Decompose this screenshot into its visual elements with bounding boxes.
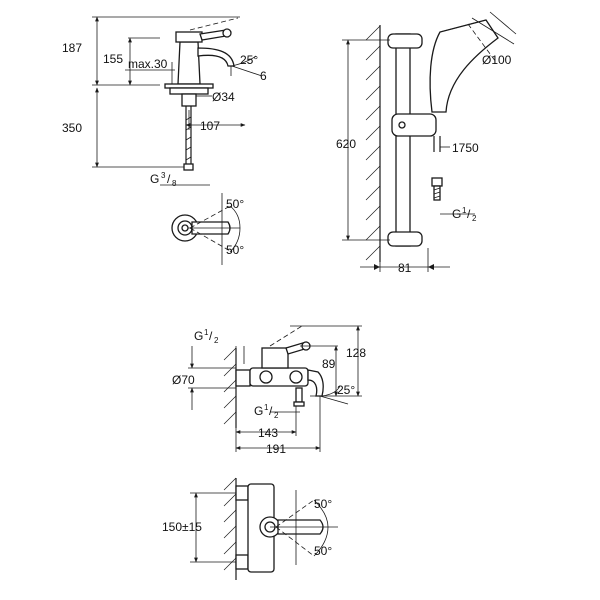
bath-dim-191: 191	[266, 442, 286, 456]
rail-dim-620: 620	[336, 137, 356, 151]
bath-thread-bottom-g: G	[254, 404, 263, 418]
bath-dim-89: 89	[322, 357, 336, 371]
svg-text:/: /	[209, 329, 213, 343]
rail-thread-den: 2	[472, 214, 477, 223]
rail-thread-num: 1	[462, 206, 467, 215]
rail-thread-g: G	[452, 207, 461, 221]
bath-dim-angle: 25°	[337, 383, 355, 397]
bath-thread-top-den: 2	[214, 336, 219, 345]
basin-mixer-plan-view	[171, 193, 241, 265]
basin-thread-g: G	[150, 172, 159, 186]
rail-dim-head: Ø100	[482, 53, 512, 67]
basin-mixer-side-view	[92, 16, 263, 186]
svg-text:/: /	[467, 207, 471, 221]
basin-dim-cut: 6	[260, 69, 267, 83]
bath-mixer-front-view	[190, 477, 338, 580]
bath-thread-top-num: 1	[204, 328, 209, 337]
basin-angle-top: 50°	[226, 197, 244, 211]
basin-dim-350: 350	[62, 121, 82, 135]
bath-dim-centers: 150±15	[162, 520, 202, 534]
basin-angle-bottom: 50°	[226, 243, 244, 257]
rail-dim-hose: 1750	[452, 141, 479, 155]
basin-dim-hole: Ø34	[212, 90, 235, 104]
bath-dim-128: 128	[346, 346, 366, 360]
bath-mixer-side-view	[188, 325, 362, 452]
bath-dim-diameter: Ø70	[172, 373, 195, 387]
svg-text:/: /	[167, 172, 171, 186]
bath-thread-bottom-den: 2	[274, 411, 279, 420]
basin-thread-den: 8	[172, 179, 177, 188]
bath-dim-143: 143	[258, 426, 278, 440]
bath-thread-top-g: G	[194, 329, 203, 343]
svg-text:/: /	[269, 404, 273, 418]
rail-dim-81: 81	[398, 261, 412, 275]
bath-angle-top: 50°	[314, 497, 332, 511]
labels: 187 155 max.30 25° 6 Ø34 350 107 G 3 / 8…	[62, 41, 512, 558]
shower-rail-view	[342, 11, 517, 272]
bath-thread-bottom-num: 1	[264, 403, 269, 412]
basin-dim-max: max.30	[128, 57, 168, 71]
bath-angle-bottom: 50°	[314, 544, 332, 558]
basin-dim-187: 187	[62, 41, 82, 55]
basin-thread-num: 3	[161, 171, 166, 180]
basin-dim-107: 107	[200, 119, 220, 133]
basin-dim-angle: 25°	[240, 53, 258, 67]
basin-dim-155: 155	[103, 52, 123, 66]
